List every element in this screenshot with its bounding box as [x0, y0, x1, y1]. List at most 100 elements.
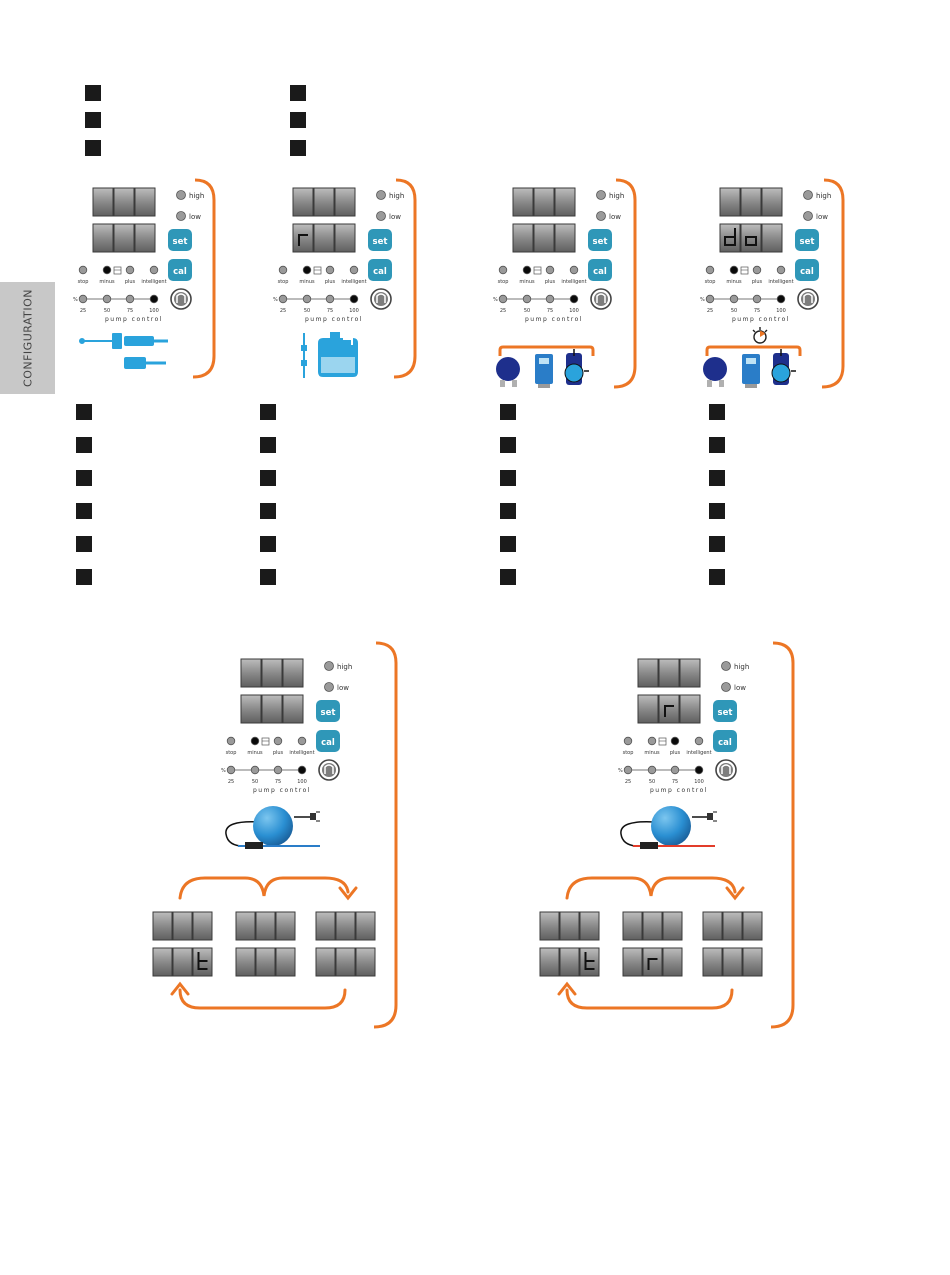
cycle-step-1-right — [539, 911, 600, 977]
cal-button — [713, 730, 737, 752]
low-led — [176, 211, 186, 221]
digit-cell — [255, 947, 276, 977]
set-label: set — [173, 237, 188, 247]
list-bullet — [709, 470, 725, 486]
percent-label: % — [273, 297, 278, 303]
digit-cell — [722, 947, 743, 977]
list-bullet — [260, 536, 276, 552]
low-label: low — [389, 213, 401, 221]
list-bullet — [260, 404, 276, 420]
cal-label: cal — [800, 267, 814, 277]
mode-label-3: intelligent — [686, 750, 711, 756]
digit-cell — [315, 947, 336, 977]
digit-cell — [642, 911, 663, 941]
set-label: set — [373, 237, 388, 247]
sensor-ball-icon-right — [620, 806, 717, 849]
digit-cell — [152, 947, 173, 977]
seg — [724, 228, 736, 246]
mode-led-1 — [522, 265, 532, 275]
display-bottom — [512, 223, 576, 253]
digit-cell — [134, 223, 156, 253]
list-bullet — [709, 569, 725, 585]
percent-label: % — [73, 297, 78, 303]
percent-label: % — [700, 297, 705, 303]
cycle-display-top — [539, 911, 600, 941]
pump-led-0 — [705, 294, 715, 304]
set-label: set — [593, 237, 608, 247]
membrane-pump-icon — [564, 349, 589, 385]
digit-cell — [113, 187, 135, 217]
high-label: high — [189, 192, 204, 200]
mode-label-1: minus — [726, 279, 742, 285]
membrane-pump-icon-4 — [771, 349, 796, 385]
digit-cell — [742, 911, 763, 941]
mode-label-3: intelligent — [768, 279, 793, 285]
digit-cell — [637, 658, 659, 688]
mode-led-3 — [297, 736, 307, 746]
mode-led-3 — [569, 265, 579, 275]
pump-tick-2: 75 — [672, 779, 678, 785]
low-led — [803, 211, 813, 221]
seg — [647, 958, 658, 970]
digit-glyph-d — [724, 228, 736, 246]
high-led — [324, 661, 334, 671]
digit-cell — [92, 187, 114, 217]
pump-control-label: pump control — [253, 787, 311, 794]
mode-label-0: stop — [498, 279, 509, 285]
cal-button — [368, 259, 392, 281]
mode-led-3 — [694, 736, 704, 746]
ph-tank-icon — [533, 266, 542, 275]
digit-cell — [622, 911, 643, 941]
pump-icon-glyph — [176, 293, 186, 303]
digit-cell — [539, 911, 560, 941]
digit-cell — [658, 694, 680, 724]
pump-control-label: pump control — [732, 316, 790, 323]
low-label: low — [337, 684, 349, 692]
list-bullet — [76, 503, 92, 519]
digit-cell — [554, 187, 576, 217]
list-bullet — [260, 503, 276, 519]
cycle-step-2-left — [235, 911, 296, 977]
percent-label: % — [221, 768, 226, 774]
cycle-display-bottom — [539, 947, 600, 977]
top-bullet-right-2 — [290, 112, 306, 128]
digit-cell — [533, 223, 555, 253]
mode-label-2: plus — [125, 279, 136, 285]
low-led — [376, 211, 386, 221]
cycle-step-2-right — [622, 911, 683, 977]
display-top — [637, 658, 701, 688]
pump-tick-3: 100 — [776, 308, 786, 314]
mode-label-1: minus — [247, 750, 263, 756]
digit-cell — [335, 947, 356, 977]
pump-group-bracket-4 — [705, 345, 802, 356]
display-bottom — [240, 694, 304, 724]
list-bullet — [500, 503, 516, 519]
high-led — [803, 190, 813, 200]
display-top — [512, 187, 576, 217]
seg — [584, 952, 595, 970]
pump-led-2 — [752, 294, 762, 304]
configuration-tab-label: CONFIGURATION — [21, 289, 34, 387]
display-top — [240, 658, 304, 688]
digit-cell — [512, 187, 534, 217]
pump-led-0 — [278, 294, 288, 304]
digit-cell — [134, 187, 156, 217]
display-bottom — [92, 223, 156, 253]
pump-tick-3: 100 — [149, 308, 159, 314]
display-top — [92, 187, 156, 217]
list-bullet — [260, 470, 276, 486]
digit-glyph-t — [584, 952, 595, 970]
pump-tick-0: 25 — [707, 308, 713, 314]
digit-cell — [113, 223, 135, 253]
digit-cell — [761, 223, 783, 253]
pump-led-0 — [78, 294, 88, 304]
mode-label-3: intelligent — [561, 279, 586, 285]
set-button — [588, 229, 612, 251]
seg — [298, 234, 308, 246]
